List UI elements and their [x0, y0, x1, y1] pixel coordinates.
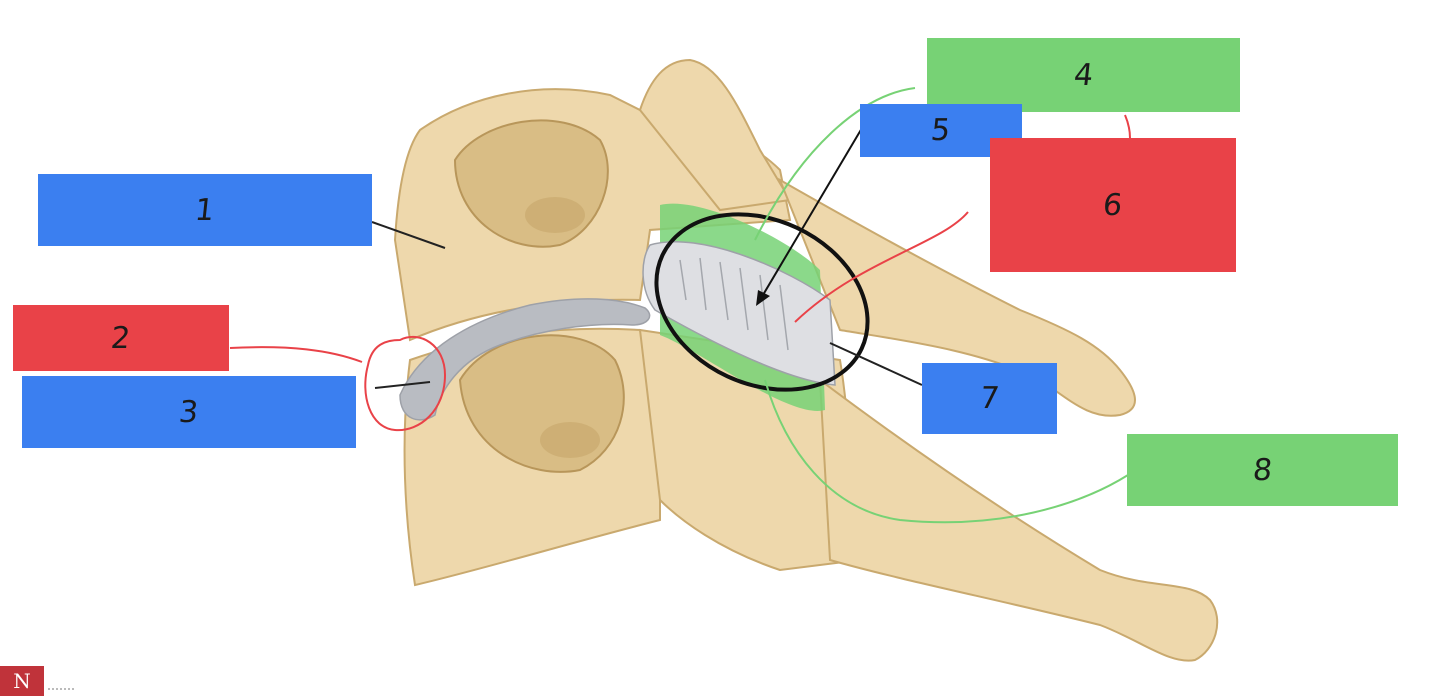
- upper-spinous-process: [778, 177, 1136, 417]
- label-text-2: 2: [109, 320, 133, 356]
- leader-line-4: [754, 87, 916, 241]
- leader-line-3: [374, 381, 431, 389]
- leader-line-7: [829, 342, 923, 386]
- label-box-3[interactable]: 3: [22, 376, 356, 448]
- leader-arrowhead-5: [756, 290, 770, 306]
- lower-foramen-hole: [540, 422, 600, 458]
- publisher-logo: N: [0, 666, 44, 696]
- leader-line-8: [764, 379, 1129, 524]
- label-text-4: 4: [1072, 57, 1095, 93]
- leader-line-5: [759, 127, 863, 301]
- facet-joint-circle: [654, 212, 870, 392]
- upper-foramen-hole: [525, 197, 585, 233]
- label-text-3: 3: [177, 394, 201, 430]
- capsule-fibers: [679, 257, 789, 351]
- label-text-7: 7: [978, 381, 1001, 416]
- leader-line-6: [794, 211, 969, 323]
- lower-spinous-process: [818, 377, 1219, 662]
- upper-superior-articular-process: [638, 58, 792, 212]
- facet-joint-capsule: [642, 241, 836, 386]
- label-box-1[interactable]: 1: [38, 174, 372, 246]
- label-box-6[interactable]: 6: [990, 138, 1236, 272]
- publisher-logo-text: N: [13, 669, 31, 693]
- label-text-5: 5: [929, 113, 953, 148]
- label-text-8: 8: [1251, 452, 1274, 488]
- publisher-logo-dots: [48, 688, 76, 690]
- label-box-2[interactable]: 2: [13, 305, 229, 371]
- label-box-7[interactable]: 7: [922, 363, 1057, 434]
- label-text-6: 6: [1101, 187, 1125, 223]
- label-box-8[interactable]: 8: [1127, 434, 1398, 506]
- leader-line-1: [371, 221, 446, 249]
- leader-line-2: [229, 346, 363, 363]
- red-annotation-circle: [364, 335, 447, 432]
- leader-line-6b: [1124, 114, 1131, 139]
- label-box-4[interactable]: 4: [927, 38, 1240, 112]
- label-text-1: 1: [193, 192, 217, 228]
